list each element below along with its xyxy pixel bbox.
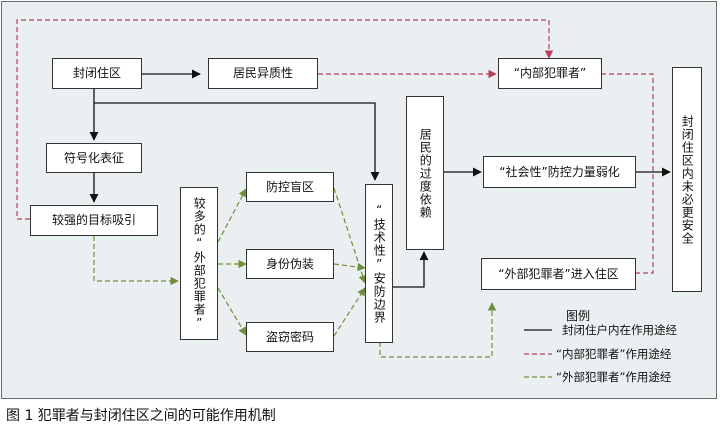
node-social-control-weakened: “社会性”防控力量弱化: [483, 156, 636, 188]
node-identity-disguise: 身份伪装: [246, 249, 334, 279]
node-many-external-offenders: 较多的“外部犯罪者”: [180, 187, 218, 340]
node-label: 居民异质性: [232, 66, 293, 81]
inner-paths: [89, 69, 671, 288]
node-label: 封闭住区: [72, 66, 121, 81]
node-blind-spots: 防控盲区: [246, 172, 334, 202]
node-label: 符号化表征: [63, 150, 124, 165]
node-label: 较强的目标吸引: [51, 213, 136, 228]
internal-offender-paths: [16, 19, 654, 274]
connector-lines: [16, 19, 671, 378]
node-label: 居民的过度依赖: [418, 127, 433, 219]
node-symbolic-representation: 符号化表征: [46, 143, 142, 173]
node-resident-over-reliance: 居民的过度依赖: [406, 96, 444, 250]
node-label: 身份伪装: [265, 256, 314, 271]
node-label: “外部犯罪者”进入住区: [498, 266, 619, 281]
node-strong-target-attraction: 较强的目标吸引: [30, 205, 158, 236]
node-resident-heterogeneity: 居民异质性: [208, 58, 318, 89]
node-label: 防控盲区: [265, 179, 314, 194]
legend-title: 图例: [566, 309, 591, 323]
legend-lines: [524, 329, 552, 378]
node-label: 盗窃密码: [265, 329, 314, 344]
node-gated-community: 封闭住区: [52, 58, 142, 89]
node-label: “社会性”防控力量弱化: [499, 164, 620, 179]
legend-item-internal-offender: “内部犯罪者”作用途经: [556, 347, 672, 361]
node-label: “内部犯罪者”: [513, 66, 587, 81]
node-not-necessarily-safer: 封闭住区内未必更安全: [672, 67, 702, 292]
external-offender-paths: [93, 187, 497, 358]
node-label: 封闭住区内未必更安全: [680, 114, 695, 245]
node-internal-offenders: “内部犯罪者”: [498, 58, 602, 89]
legend-item-external-offender: “外部犯罪者”作用途经: [556, 370, 672, 384]
node-external-offenders-enter: “外部犯罪者”进入住区: [481, 258, 636, 290]
node-label: “技术性”安防边界: [372, 203, 387, 324]
legend-item-inner: 封闭住户内在作用途经: [562, 323, 677, 337]
figure-caption: 图 1 犯罪者与封闭住区之间的可能作用机制: [6, 408, 276, 424]
node-label: 较多的“外部犯罪者”: [192, 196, 207, 331]
node-technical-security-boundary: “技术性”安防边界: [365, 184, 393, 343]
node-stolen-passcodes: 盗窃密码: [246, 322, 334, 352]
